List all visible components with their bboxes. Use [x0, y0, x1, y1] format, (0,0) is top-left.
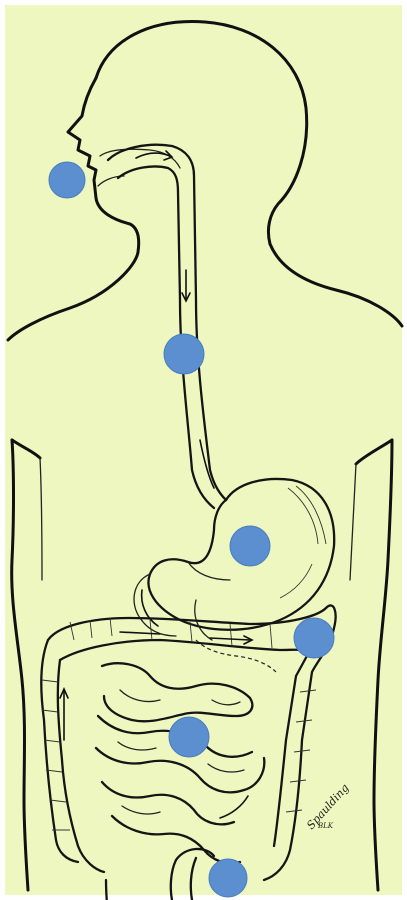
- background-panel: [5, 5, 402, 895]
- marker-large-intestine[interactable]: [294, 618, 334, 658]
- marker-rectum[interactable]: [209, 859, 247, 897]
- marker-esophagus[interactable]: [164, 334, 204, 374]
- marker-stomach[interactable]: [230, 526, 270, 566]
- marker-small-intestine[interactable]: [169, 717, 209, 757]
- signature-sub: BLK: [317, 822, 334, 830]
- marker-mouth[interactable]: [49, 162, 85, 198]
